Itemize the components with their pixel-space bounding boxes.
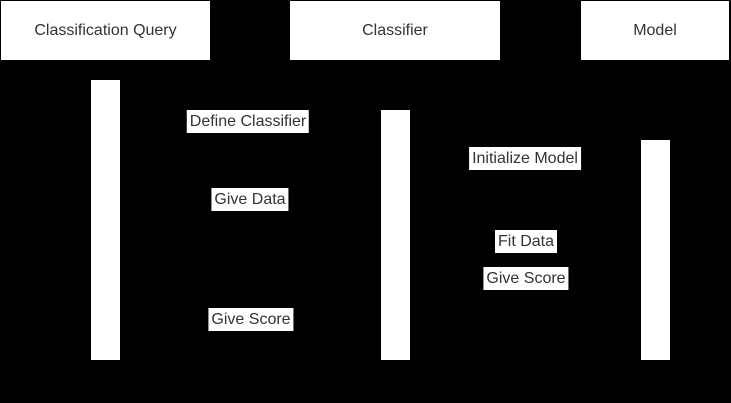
- message-give-score-model: Give Score: [483, 267, 569, 290]
- message-fit-data: Fit Data: [494, 230, 558, 253]
- activation-bar-classification-query: [91, 80, 120, 360]
- participant-classification-query: Classification Query: [1, 1, 210, 60]
- message-define-classifier: Define Classifier: [186, 110, 310, 133]
- message-give-data: Give Data: [211, 188, 289, 211]
- participant-label: Model: [633, 21, 677, 39]
- activation-bar-model: [641, 140, 670, 360]
- message-initialize-model: Initialize Model: [469, 147, 581, 170]
- participant-label: Classifier: [362, 21, 428, 39]
- activation-bar-classifier: [381, 110, 410, 360]
- participant-classifier: Classifier: [290, 1, 500, 60]
- message-give-score-classifier: Give Score: [208, 308, 294, 331]
- participant-model: Model: [581, 1, 729, 60]
- participant-label: Classification Query: [34, 21, 177, 39]
